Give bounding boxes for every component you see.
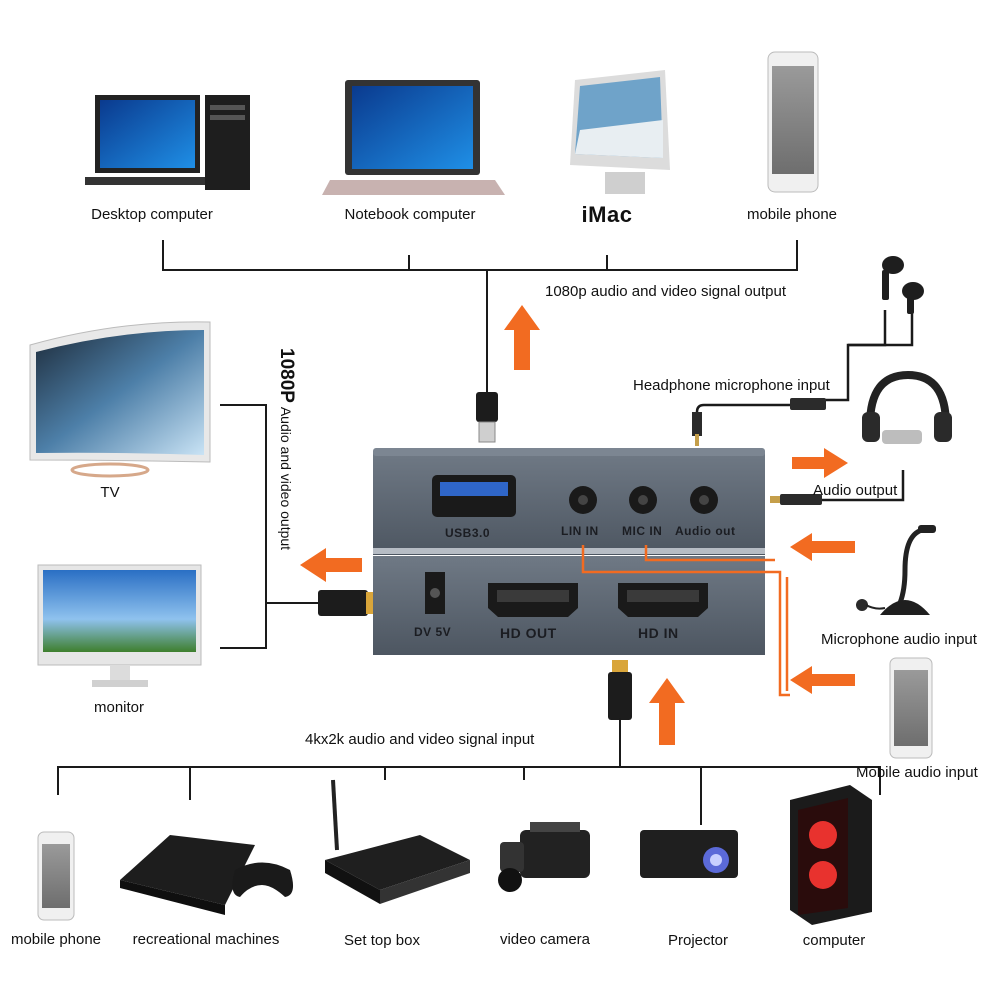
audio-out-port-label: Audio out [675,524,736,538]
usb-port-label: USB3.0 [445,526,491,540]
video-camera-icon [498,822,590,892]
up-arrow-input-icon [649,678,685,745]
right-arrow-audio-output-icon [792,448,848,478]
set-top-box-label: Set top box [344,932,420,949]
left-bus-lines [220,404,320,649]
left-arrow-mic-input-icon [790,533,855,561]
mic-in-label: MIC IN [622,524,663,538]
left-arrow-mobile-input-icon [790,666,855,694]
monitor-icon [37,564,202,687]
dc-port-label: DV 5V [414,625,452,639]
notebook-computer-label: Notebook computer [344,206,476,223]
desktop-computer-label: Desktop computer [91,206,213,223]
bottom-bus-lines [57,718,881,825]
audio-routing-lines [581,545,790,697]
tower-computer-label: computer [802,932,866,949]
hdmi-out-plug-icon [318,590,380,616]
audio-output-label: Audio output [813,482,898,499]
headphones-icon [862,370,952,444]
mobile-audio-label: Mobile audio input [856,764,978,781]
capture-device [373,448,765,655]
side-output-small: Audio and video output [278,406,294,551]
game-console-label: recreational machines [132,931,280,948]
hd-in-port-label: HD IN [638,625,679,641]
side-output-big: 1080P [276,348,297,403]
hd-out-port-label: HD OUT [500,625,557,641]
headphone-mic-label: Headphone microphone input [633,377,830,394]
input-4k-label: 4kx2k audio and video signal input [305,731,535,748]
set-top-box-icon [325,779,470,904]
game-console-icon [120,835,294,915]
imac-icon [570,70,670,194]
mobile-audio-phone-icon [889,657,933,759]
desktop-computer-icon [85,95,250,190]
tower-computer-icon [790,785,872,925]
tv-label: TV [100,484,120,501]
line-in-label: LIN IN [561,524,599,538]
notebook-computer-icon [322,80,505,195]
headphone-plug-icon [692,398,826,446]
bottom-mobile-phone-icon [37,831,75,921]
projector-label: Projector [667,932,729,949]
hdmi-in-plug-icon [608,660,632,720]
monitor-label: monitor [93,699,145,716]
earphones-icon [882,256,924,314]
imac-label: iMac [581,202,633,227]
audio-output-cable [820,470,905,502]
microphone-icon [856,525,936,615]
up-arrow-output-icon [504,305,540,370]
side-output-label: 1080P Audio and video output [273,348,297,550]
top-mobile-phone-icon [767,51,819,193]
top-mobile-phone-label: mobile phone [746,206,838,223]
output-1080p-label: 1080p audio and video signal output [545,283,787,300]
projector-icon [640,830,738,878]
usb-plug-icon [476,392,498,443]
top-bus-lines [162,240,798,395]
tv-icon [29,321,211,478]
mic-input-label: Microphone audio input [821,631,977,648]
left-arrow-output-icon [300,548,362,582]
video-camera-label: video camera [499,931,591,948]
bottom-mobile-phone-label: mobile phone [10,931,102,948]
audio-output-plug-icon [770,494,822,505]
